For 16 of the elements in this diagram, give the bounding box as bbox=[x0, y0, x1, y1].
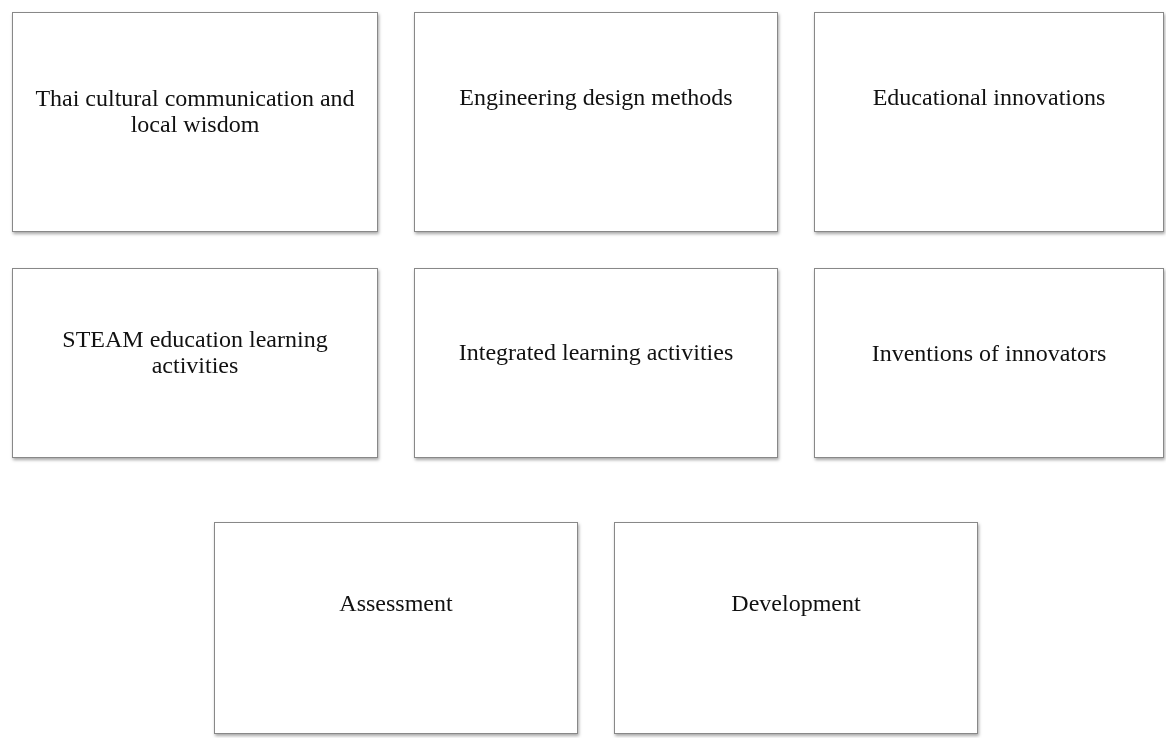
topic-box bbox=[814, 268, 1164, 458]
topic-box bbox=[614, 522, 978, 734]
topic-label: Assessment bbox=[339, 589, 453, 617]
topic-label: Thai cultural communication and local wisdom bbox=[34, 84, 356, 138]
topic-box bbox=[814, 12, 1164, 232]
topic-box bbox=[12, 12, 378, 232]
topic-label: Inventions of innovators bbox=[871, 339, 1107, 367]
topic-label: Engineering design methods bbox=[459, 83, 733, 111]
topic-label: Educational innovations bbox=[872, 83, 1106, 111]
topic-box bbox=[414, 268, 778, 458]
topic-box bbox=[214, 522, 578, 734]
topic-label: STEAM education learning activities bbox=[61, 325, 329, 379]
topic-box bbox=[12, 268, 378, 458]
topic-label: Integrated learning activities bbox=[458, 338, 734, 366]
topic-label: Development bbox=[731, 589, 861, 617]
topic-box bbox=[414, 12, 778, 232]
